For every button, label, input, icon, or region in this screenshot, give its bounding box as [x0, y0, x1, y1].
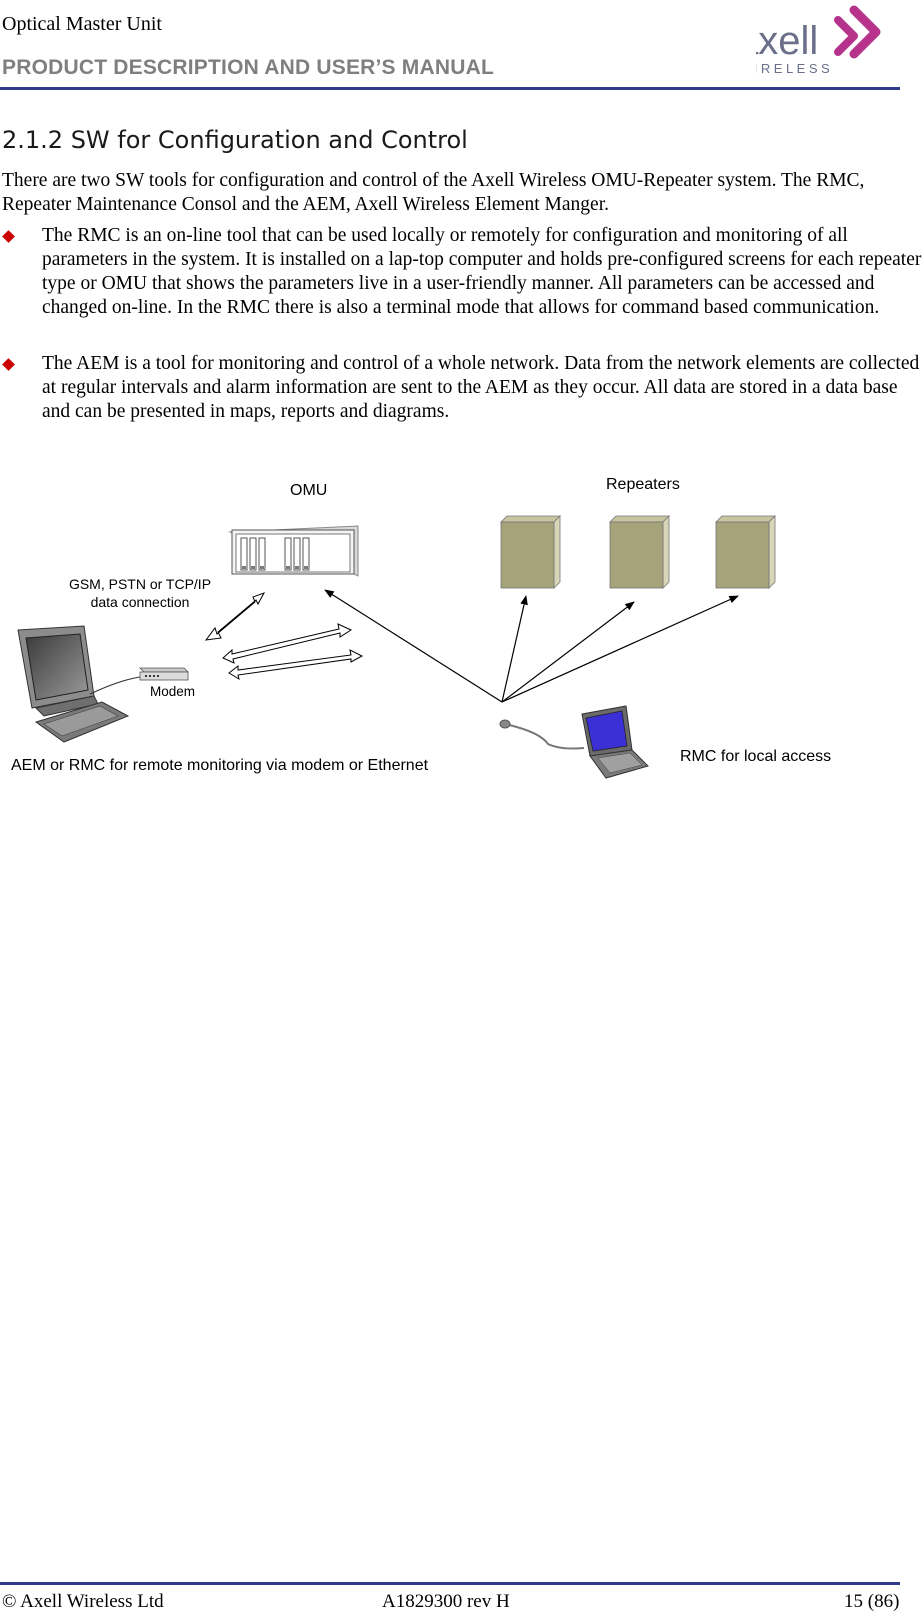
connection-label-1: GSM, PSTN or TCP/IP [68, 576, 212, 592]
connection-label-2: data connection [90, 594, 190, 610]
bullet-marker [2, 230, 15, 243]
network-diagram: OMU Repeaters GSM, PSTN or TCP/IP data c… [0, 470, 924, 820]
remote-access-label: AEM or RMC for remote monitoring via mod… [11, 757, 429, 774]
repeater-unit [609, 515, 670, 589]
bullet-rmc: The RMC is an on-line tool that can be u… [42, 225, 922, 318]
section-heading: 2.1.2 SW for Configuration and Control [2, 126, 468, 154]
local-access-label: RMC for local access [680, 748, 832, 765]
data-connection-arrows [204, 592, 364, 681]
bullet-aem: The AEM is a tool for monitoring and con… [42, 353, 920, 422]
local-connection-lines [324, 589, 739, 703]
logo-word: axell [756, 19, 818, 63]
logo-sub: WIRELESS [756, 61, 833, 76]
omu-unit [228, 525, 359, 577]
modem-label: Modem [150, 684, 196, 699]
footer-doc-id: A1829300 rev H [382, 1591, 510, 1612]
footer-page-number: 15 (86) [844, 1591, 900, 1612]
repeater-unit [500, 515, 561, 589]
footer-copyright: © Axell Wireless Ltd [2, 1591, 164, 1612]
repeater-unit [715, 515, 776, 589]
laptop-computer [499, 705, 649, 779]
desktop-computer [17, 625, 141, 743]
header-subtitle: PRODUCT DESCRIPTION AND USER’S MANUAL [2, 56, 494, 79]
omu-label: OMU [290, 482, 328, 499]
footer-rule [0, 1582, 900, 1585]
header-rule [0, 87, 900, 90]
repeaters-label: Repeaters [606, 476, 680, 493]
axell-wireless-logo: axell WIRELESS [736, 2, 906, 78]
modem-device [139, 667, 189, 681]
header-title: Optical Master Unit [2, 13, 162, 35]
bullet-marker [2, 358, 15, 371]
intro-paragraph: There are two SW tools for configuration… [2, 170, 865, 215]
